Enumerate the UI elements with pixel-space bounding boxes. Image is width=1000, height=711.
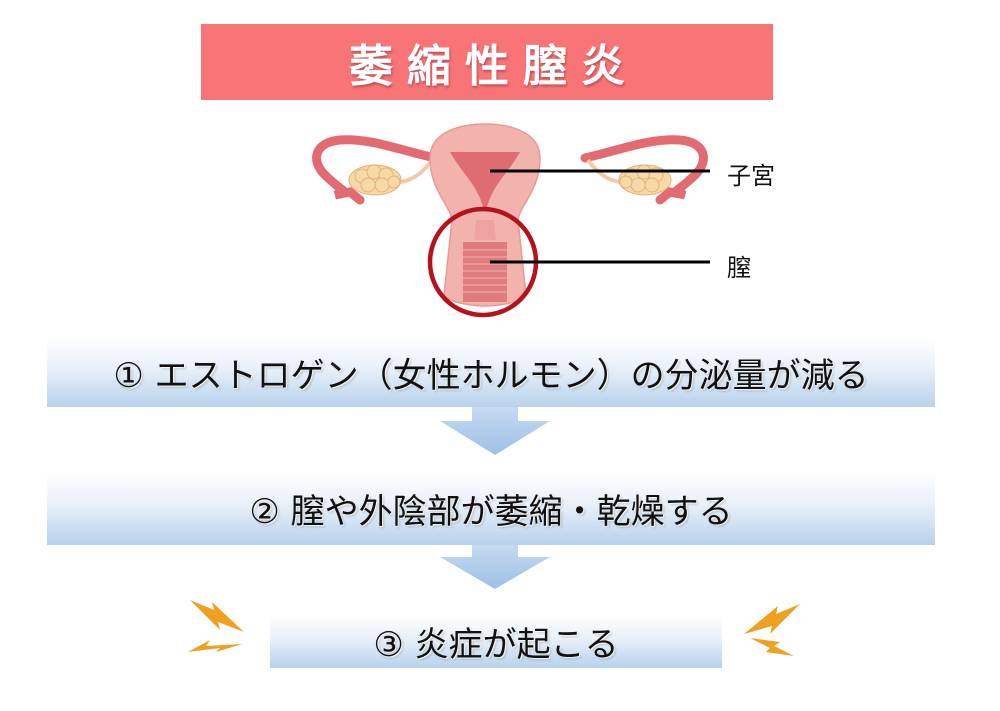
step-3-box: ③ 炎症が起こる	[270, 615, 722, 668]
step-2-number: ②	[249, 492, 280, 532]
title-banner: 萎縮性膣炎	[201, 24, 773, 100]
uterus-anatomy-illustration	[312, 123, 710, 318]
step-2-description: 膣や外陰部が萎縮・乾燥する	[290, 492, 733, 532]
lightning-bolt-icon	[188, 600, 244, 652]
step-3-description: 炎症が起こる	[414, 625, 619, 665]
uterus-label: 子宮	[727, 162, 775, 190]
step-1-text: ① エストロゲン（女性ホルモン）の分泌量が減る	[113, 348, 868, 397]
down-arrow-icon	[440, 407, 550, 455]
vagina-label: 膣	[727, 254, 751, 282]
lightning-bolt-icon	[744, 604, 800, 656]
step-2-text: ② 膣や外陰部が萎縮・乾燥する	[249, 484, 732, 533]
step-1-description: エストロゲン（女性ホルモン）の分泌量が減る	[154, 355, 869, 396]
step-1-box: ① エストロゲン（女性ホルモン）の分泌量が減る	[47, 337, 935, 407]
step-3-number: ③	[373, 625, 404, 665]
down-arrow-icon	[440, 545, 550, 589]
page-title: 萎縮性膣炎	[349, 41, 639, 92]
step-3-text: ③ 炎症が起こる	[373, 617, 618, 666]
step-2-box: ② 膣や外陰部が萎縮・乾燥する	[47, 472, 935, 545]
step-1-number: ①	[113, 355, 144, 396]
